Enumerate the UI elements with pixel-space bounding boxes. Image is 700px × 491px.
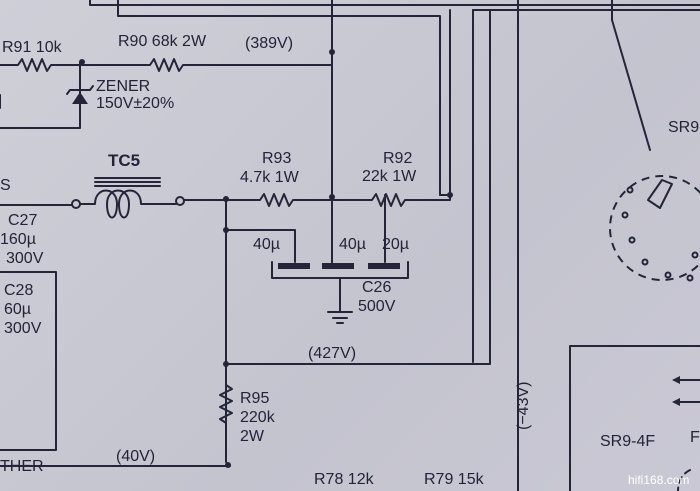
switch-sr9 <box>569 19 700 491</box>
label-s-partial: S <box>0 177 11 194</box>
label-c28-cap: 60µ <box>4 301 31 318</box>
label-r90: R90 68k 2W <box>118 33 207 50</box>
zener-diode-icon <box>72 92 88 104</box>
label-zener-value: 150V±20% <box>96 95 174 112</box>
label-r93-value: 4.7k 1W <box>240 169 300 186</box>
label-c28-volt: 300V <box>4 320 42 337</box>
label-c27-cap: 160µ <box>0 231 36 248</box>
label-r91: R91 10k <box>2 39 63 56</box>
label-minus-43v: (−43V) <box>515 382 532 430</box>
label-r92-value: 22k 1W <box>362 168 417 185</box>
r91-r90-branch <box>0 49 335 129</box>
label-r95-value: 220k <box>240 409 276 426</box>
top-wires <box>89 0 700 491</box>
label-c26-volt: 500V <box>358 298 396 315</box>
label-c26-cap1: 40µ <box>253 236 280 253</box>
label-c26-cap3: 20µ <box>382 236 409 253</box>
terminal-icon <box>175 196 185 206</box>
tc5-branch <box>0 9 453 219</box>
junction-node <box>329 49 335 55</box>
label-sr9-4f: SR9-4F <box>600 433 655 450</box>
label-r93: R93 <box>262 150 291 167</box>
label-r78: R78 12k <box>314 471 375 488</box>
label-c27: C27 <box>8 212 37 229</box>
label-c26: C26 <box>362 279 391 296</box>
terminal-icon <box>71 199 81 209</box>
label-c27-volt: 300V <box>6 250 44 267</box>
label-zener: ZENER <box>96 78 150 95</box>
label-40v: (40V) <box>116 448 155 465</box>
label-r95: R95 <box>240 390 269 407</box>
inductor-tc5-icon <box>79 189 177 219</box>
label-r79: R79 15k <box>424 471 485 488</box>
label-r95-power: 2W <box>240 428 265 445</box>
resistor-r91-r90 <box>0 58 333 72</box>
label-389v: (389V) <box>245 35 293 52</box>
label-f-partial: F <box>690 429 700 446</box>
label-ther: THER <box>0 458 44 475</box>
r95-branch <box>0 9 491 468</box>
resistor-r95-icon <box>219 384 233 424</box>
label-c26-cap2: 40µ <box>339 236 366 253</box>
watermark: hifi168.com <box>628 473 689 487</box>
capacitor-c28-box <box>0 271 57 451</box>
label-tc5: TC5 <box>108 151 140 170</box>
capacitor-c26 <box>223 194 409 463</box>
label-c28: C28 <box>4 282 33 299</box>
ground-icon <box>327 311 353 324</box>
label-r92: R92 <box>383 150 412 167</box>
label-427v: (427V) <box>308 345 356 362</box>
label-sr9: SR9 <box>668 119 699 136</box>
